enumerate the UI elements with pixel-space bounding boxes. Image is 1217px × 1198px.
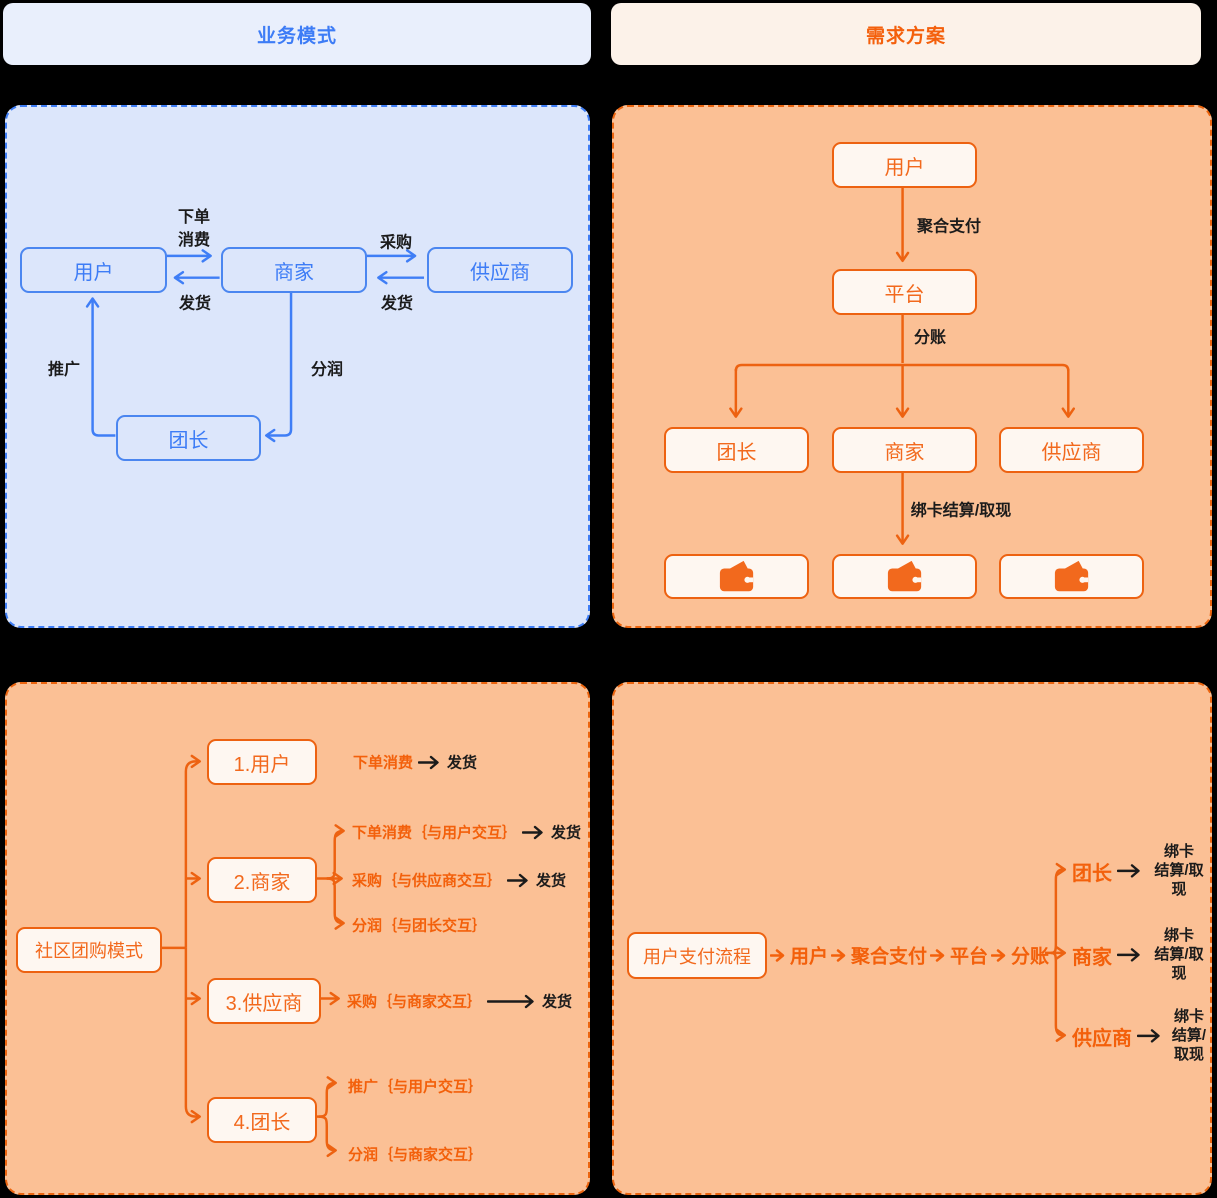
panel-community-model: 社区团购模式 1.用户 2.商家 3.供应商 4.团长 下单消费 发货 下单消费… [5,682,590,1195]
edge-label-aggregate-payment: 聚合支付 [916,218,982,236]
branch-label: 采购｛与供应商交互｝ [352,872,503,890]
edge-label-bind-card-settle: 绑卡结算/取现 [910,502,1012,520]
flow-target-leader: 团长 绑卡 结算/取现 [1072,843,1210,899]
chain-aggregate-payment: 聚合支付 [851,946,928,968]
right-arrow-icon [522,825,543,839]
node-supplier[interactable]: 供应商 [427,247,573,293]
node-platform[interactable]: 平台 [832,269,977,315]
business-model-connectors [85,249,425,443]
edge-label-promote: 推广 [47,361,81,379]
flow-target-supplier: 供应商 绑卡 结算/取现 [1072,1008,1210,1064]
branch-leader-promote: 推广｛与用户交互｝ [348,1076,483,1097]
branch-label: 分润｛与商家交互｝ [348,1146,484,1164]
branch-merchant-profit: 分润｛与团长交互｝ [352,915,487,936]
node-leader-settle[interactable]: 团长 [664,427,809,473]
node-supplier-settle[interactable]: 供应商 [999,427,1144,473]
header-business-model-label: 业务模式 [256,25,337,47]
wallet-icon [887,560,921,591]
target-leader-note: 绑卡 结算/取现 [1154,842,1204,898]
branch-merchant-purchase: 采购｛与供应商交互｝ 发货 [352,870,566,891]
right-arrow-icon [991,948,1006,962]
node-leader-label: 团长 [168,429,209,452]
node-2-merchant[interactable]: 2.商家 [207,857,317,903]
branch-label: 采购｛与商家交互｝ [347,993,483,1011]
node-platform-label: 平台 [884,283,925,306]
branch-result: 发货 [542,993,573,1011]
node-payment-flow-root[interactable]: 用户支付流程 [627,932,767,979]
panel-settlement-plan: 用户 平台 团长 商家 供应商 聚合支付 分账 绑卡结算/取现 [612,105,1212,628]
node-user[interactable]: 用户 [20,247,167,293]
node-merchant-label: 商家 [274,261,314,284]
right-arrow-icon [831,948,846,962]
right-arrow-icon [770,948,785,962]
target-leader-label: 团长 [1072,862,1112,885]
edge-label-profit-share: 分润 [310,361,344,379]
right-arrow-icon [487,994,534,1008]
target-supplier-label: 供应商 [1072,1027,1132,1050]
chain-user: 用户 [790,946,829,968]
branch-label: 下单消费 [353,754,414,772]
node-user-label: 用户 [73,261,114,284]
node-1-user-label: 1.用户 [233,753,291,776]
node-merchant[interactable]: 商家 [221,247,367,293]
edge-label-ship-to-user: 发货 [178,295,212,313]
edge-label-order-consume: 下单 消费 [177,208,211,249]
node-4-leader-label: 4.团长 [233,1111,291,1134]
node-supplier-settle-label: 供应商 [1041,441,1102,464]
right-arrow-icon [418,755,439,769]
flow-target-merchant: 商家 绑卡 结算/取现 [1072,927,1210,983]
node-1-user[interactable]: 1.用户 [207,739,317,785]
wallet-icon [1054,560,1088,591]
branch-label: 下单消费｛与用户交互｝ [352,824,518,842]
right-arrow-icon [1117,948,1140,962]
panel-payment-flow: 用户支付流程 用户 聚合支付 平台 分账 团长 绑卡 结算/取现 商家 绑卡 结… [612,682,1212,1195]
node-payment-flow-root-label: 用户支付流程 [643,946,751,967]
node-4-leader[interactable]: 4.团长 [207,1097,317,1143]
node-2-merchant-label: 2.商家 [233,871,291,894]
header-requirement-plan: 需求方案 [611,3,1201,65]
payment-chain: 用户 聚合支付 平台 分账 [770,942,1049,969]
branch-result: 发货 [447,754,478,772]
branch-leader-profit: 分润｛与商家交互｝ [348,1144,483,1165]
node-community-root[interactable]: 社区团购模式 [16,927,162,973]
node-user-payment-label: 用户 [884,156,925,179]
node-leader-settle-label: 团长 [716,441,757,464]
header-business-model: 业务模式 [3,3,591,65]
target-merchant-note: 绑卡 结算/取现 [1154,926,1204,982]
node-merchant-settle[interactable]: 商家 [832,427,977,473]
wallet-box-leader[interactable] [664,554,809,599]
wallet-box-merchant[interactable] [832,554,977,599]
node-merchant-settle-label: 商家 [884,441,925,464]
edge-label-purchase: 采购 [379,234,413,252]
node-user-payment[interactable]: 用户 [832,142,977,188]
node-3-supplier[interactable]: 3.供应商 [207,978,321,1024]
right-arrow-icon [930,948,945,962]
branch-result: 发货 [551,824,582,842]
wallet-icon [719,560,753,591]
right-arrow-icon [1137,1029,1160,1043]
node-supplier-label: 供应商 [470,261,530,284]
branch-merchant-order: 下单消费｛与用户交互｝ 发货 [352,822,581,843]
node-community-root-label: 社区团购模式 [35,941,143,961]
target-supplier-note: 绑卡 结算/取现 [1171,1007,1207,1063]
target-merchant-label: 商家 [1072,946,1112,969]
panel-business-model: 用户 商家 供应商 团长 下单 消费 发货 采购 发货 推广 分润 [5,105,590,628]
right-arrow-icon [507,873,528,887]
branch-label: 分润｛与团长交互｝ [352,917,488,935]
header-requirement-plan-label: 需求方案 [865,25,946,47]
node-3-supplier-label: 3.供应商 [225,992,303,1015]
branch-user-order: 下单消费 发货 [353,752,477,773]
edge-label-ship-to-merchant: 发货 [380,295,414,313]
wallet-box-supplier[interactable] [999,554,1144,599]
chain-platform: 平台 [950,946,989,968]
edge-label-ledger-split: 分账 [913,329,947,347]
node-leader[interactable]: 团长 [116,415,261,461]
chain-ledger-split: 分账 [1011,946,1050,968]
branch-result: 发货 [536,872,567,890]
right-arrow-icon [1117,864,1140,878]
branch-supplier-purchase: 采购｛与商家交互｝ 发货 [347,991,572,1012]
branch-label: 推广｛与用户交互｝ [348,1078,484,1096]
